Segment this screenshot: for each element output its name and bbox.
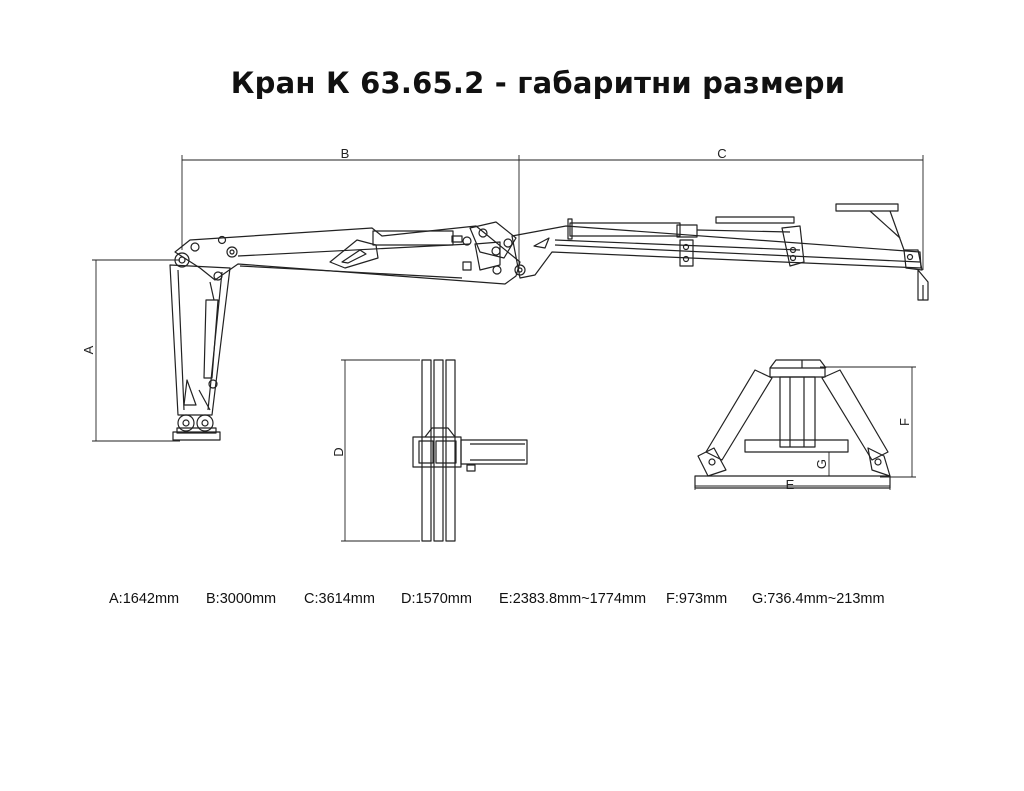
legend-item-a: A:1642mm [109, 591, 180, 607]
dim-label-a: A [81, 345, 96, 354]
dim-label-g: G [814, 459, 829, 469]
dim-label-b: B [341, 146, 350, 161]
dimension-letters: B C A D E F G [81, 146, 912, 492]
legend-item-c: C:3614mm [304, 591, 375, 607]
dimension-lines [92, 155, 924, 542]
legend-item-g: G:736.4mm~213mm [752, 591, 885, 607]
dimension-legend: A:1642mm B:3000mm C:3614mm D:1570mm E:2383.8… [109, 591, 969, 607]
legend-item-b: B:3000mm [206, 591, 277, 607]
crane-top-view [412, 359, 528, 542]
dim-label-e: E [786, 477, 795, 492]
dim-label-c: C [717, 146, 726, 161]
dim-label-d: D [331, 447, 346, 456]
dim-label-f: F [897, 418, 912, 426]
legend-item-d: D:1570mm [401, 591, 472, 607]
crane-side-view [169, 203, 929, 441]
legend-item-f: F:973mm [666, 591, 728, 607]
legend-item-e: E:2383.8mm~1774mm [499, 591, 647, 607]
crane-front-view [694, 359, 891, 489]
page-title: Кран К 63.65.2 - габаритни размери [230, 66, 846, 100]
